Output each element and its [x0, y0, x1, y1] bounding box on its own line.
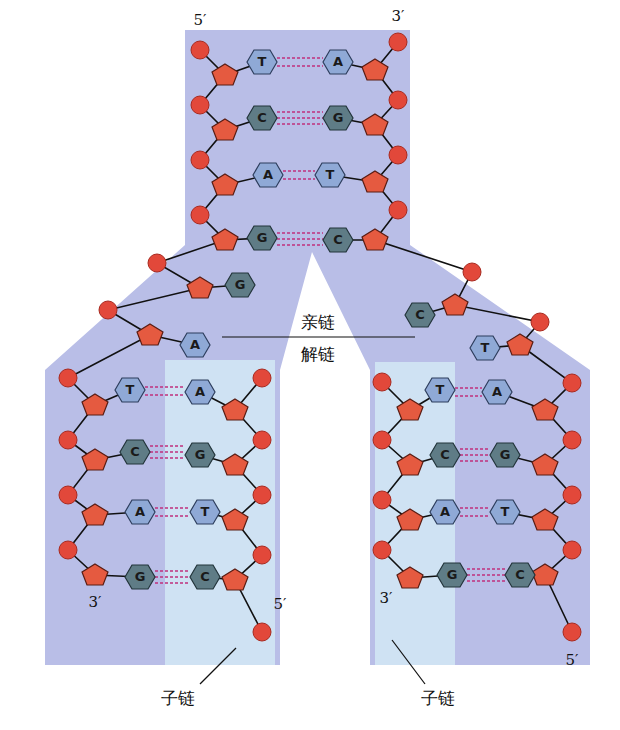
sugars — [82, 59, 558, 590]
bases — [115, 50, 535, 589]
hydrogen-bonds — [145, 58, 505, 583]
base-letter: C — [440, 448, 450, 462]
leader-lines — [200, 337, 425, 684]
strand-end: 3′ — [380, 590, 393, 607]
base-letter: T — [126, 383, 135, 397]
background-band — [45, 30, 590, 665]
base-letter: T — [481, 341, 490, 355]
base-letter: A — [190, 338, 200, 352]
base-letter: C — [333, 233, 343, 247]
base-letter: G — [333, 111, 344, 125]
base-letter: G — [500, 448, 511, 462]
part-label: 解链 — [301, 345, 335, 364]
daughter-band — [375, 362, 455, 665]
base-letter: G — [235, 278, 246, 292]
base-letter: A — [263, 168, 273, 182]
backbone — [68, 42, 572, 632]
strand-end: 5′ — [566, 652, 579, 669]
base-letter: T — [201, 505, 210, 519]
phosphates — [59, 33, 581, 641]
strand-end: 3′ — [392, 8, 405, 25]
strand-end: 3′ — [89, 594, 102, 611]
base-letter: A — [195, 385, 205, 399]
base-letter: C — [515, 568, 525, 582]
base-letter: C — [415, 308, 425, 322]
base-letter: T — [436, 383, 445, 397]
part-label: 亲链 — [301, 313, 335, 332]
base-letter: C — [130, 445, 140, 459]
base-letter: A — [492, 385, 502, 399]
base-letter: G — [257, 231, 268, 245]
base-letter: T — [258, 55, 267, 69]
base-letter: G — [447, 568, 458, 582]
base-letter: G — [195, 448, 206, 462]
strand-end: 5′ — [194, 12, 207, 29]
base-letter: A — [440, 505, 450, 519]
base-letter: G — [135, 570, 146, 584]
base-letter: T — [501, 505, 510, 519]
part-label: 子链 — [421, 689, 455, 708]
strand-end: 5′ — [274, 596, 287, 613]
base-letter: A — [333, 55, 343, 69]
base-letter: C — [257, 111, 267, 125]
base-letter: A — [135, 505, 145, 519]
part-label: 子链 — [161, 689, 195, 708]
base-letter: C — [200, 570, 210, 584]
base-letter: T — [326, 168, 335, 182]
daughter-band — [165, 360, 275, 665]
